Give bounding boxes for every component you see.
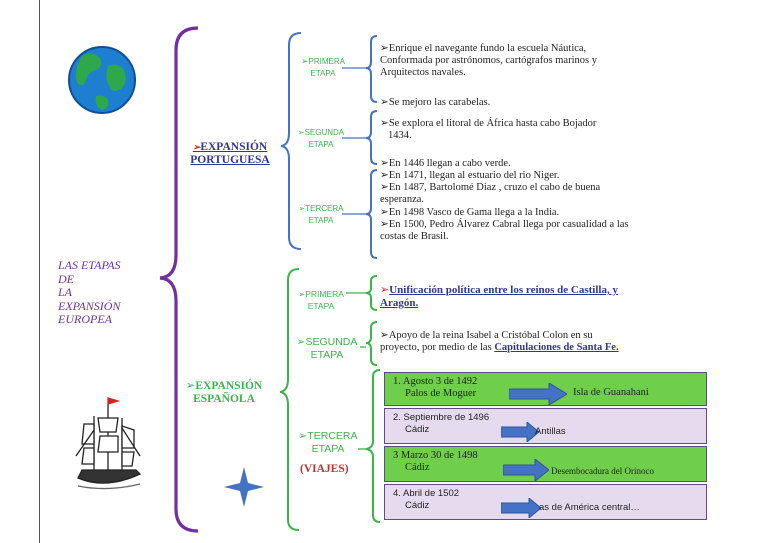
branch-portugal: ➢EXPANSIÓN PORTUGUESA xyxy=(190,141,270,166)
capitulaciones-link[interactable]: Capitulaciones de Santa Fe. xyxy=(494,342,619,354)
pt-stage1-note-carabelas: ➢Se mejoro las carabelas. xyxy=(380,97,491,108)
pt-stage2-brace xyxy=(365,110,378,165)
trip-3: 3 Marzo 30 de 1498 Cádiz Desembocadura d… xyxy=(384,446,707,482)
bullet-icon: ➢ xyxy=(192,142,201,152)
pt-stage3-brace xyxy=(365,169,378,259)
ship-icon xyxy=(75,397,142,490)
es-stage-primera: ➢PRIMERA ETAPA xyxy=(298,289,344,311)
arrow-right-icon xyxy=(509,383,567,405)
trip-4: 4. Abril de 1502 Cádiz as de América cen… xyxy=(384,484,707,520)
trip-1: 1. Agosto 3 de 1492 Palos de Moguer Isla… xyxy=(384,372,707,406)
es-viajes-label: (VIAJES) xyxy=(300,463,349,475)
globe-icon xyxy=(68,46,136,114)
pt-stage-tercera: ➢TERCERA ETAPA xyxy=(298,204,344,225)
pt-stage1-brace xyxy=(365,35,378,103)
pt-stage-primera: ➢PRIMERA ETAPA xyxy=(301,56,345,78)
arrow-right-icon xyxy=(503,459,549,481)
es-stage2-notes: ➢Apoyo de la reina Isabel a Cristóbal Co… xyxy=(380,330,619,354)
es-stage-tercera: ➢TERCERA ETAPA xyxy=(298,430,358,455)
page-divider xyxy=(39,0,40,543)
star-icon xyxy=(224,467,264,507)
pt-stage1-notes: ➢Enrique el navegante fundo la escuela N… xyxy=(380,43,597,79)
trip-2: 2. Septiembre de 1496 Cádiz Antillas xyxy=(384,408,707,444)
arrow-right-icon xyxy=(501,422,539,442)
main-brace xyxy=(159,26,199,533)
branch-spain: ➢EXPANSIÓN ESPAÑOLA xyxy=(185,380,263,405)
es-stage3-brace xyxy=(365,369,381,523)
pt-stage2-note-cabo-verde: ➢En 1446 llegan a cabo verde. xyxy=(380,158,511,169)
diagram-title: LAS ETAPAS DE LA EXPANSIÓN EUROPEA xyxy=(58,258,121,326)
spain-brace xyxy=(279,268,300,531)
es-stage1-notes: ➢Unificación política entre los reinos d… xyxy=(380,284,618,309)
es-stage2-brace xyxy=(365,321,378,366)
es-stage-segunda: ➢SEGUNDA ETAPA xyxy=(296,336,358,361)
es-stage1-brace xyxy=(365,275,378,311)
portugal-brace xyxy=(280,32,302,250)
pt-stage3-notes: ➢En 1471, llegan al estuario del rio Nig… xyxy=(380,170,629,243)
pt-stage2-notes: ➢Se explora el litoral de África hasta c… xyxy=(380,118,597,142)
pt-stage-segunda: ➢SEGUNDA ETAPA xyxy=(297,128,345,149)
arrow-right-icon xyxy=(501,498,541,518)
